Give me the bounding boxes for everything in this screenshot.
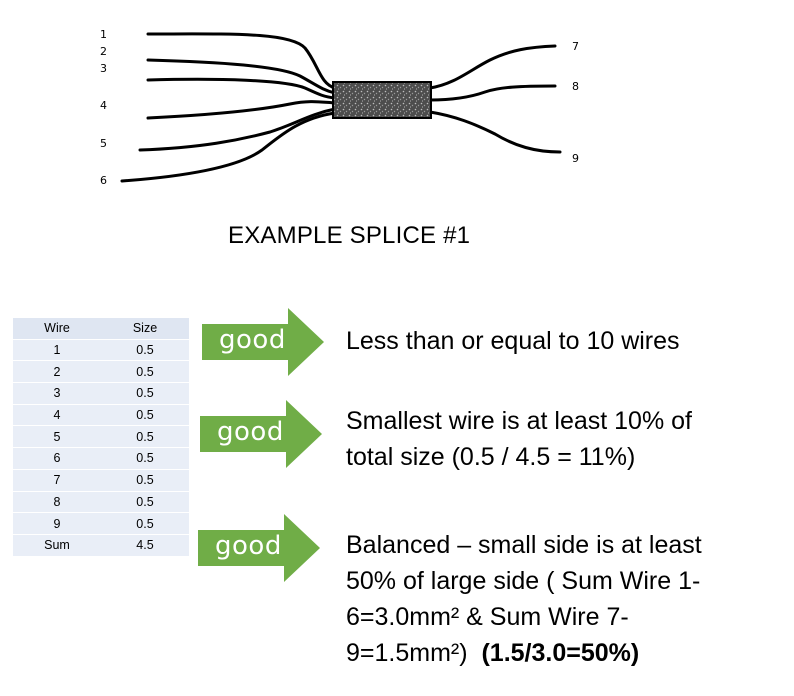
good-arrow-1 <box>202 308 324 376</box>
wire-label-1: 1 <box>100 28 107 41</box>
criterion-3: Balanced – small side is at least 50% of… <box>346 527 702 671</box>
cell-size: 0.5 <box>101 382 189 405</box>
wire-2 <box>146 58 337 95</box>
cell-size: 0.5 <box>101 469 189 492</box>
cell-wire: 4 <box>13 404 101 427</box>
wire-3 <box>146 77 337 100</box>
criterion-2-line-1: Smallest wire is at least 10% of <box>346 407 692 435</box>
cell-size: 0.5 <box>101 339 189 362</box>
cell-size: 0.5 <box>101 425 189 449</box>
cell-size: 0.5 <box>101 447 189 470</box>
criterion-3-line-4-text: 9=1.5mm²) <box>346 639 468 667</box>
criterion-3-line-1: Balanced – small side is at least <box>346 531 702 559</box>
cell-wire: 7 <box>13 469 101 492</box>
cell-wire: 9 <box>13 512 101 535</box>
good-label-1: good <box>219 325 286 355</box>
cell-wire: Sum <box>13 534 101 557</box>
wires-left <box>120 32 337 183</box>
wire-7 <box>428 44 557 90</box>
wires-right <box>428 44 562 154</box>
criterion-2-line-2: total size (0.5 / 4.5 = 11%) <box>346 443 636 471</box>
cell-size: 0.5 <box>101 404 189 427</box>
table-header-row: Wire Size <box>13 318 189 340</box>
wire-label-8: 8 <box>572 80 579 93</box>
good-label-2: good <box>217 417 284 447</box>
criterion-3-ratio: (1.5/3.0=50%) <box>474 639 640 667</box>
wire-1 <box>146 32 337 90</box>
wire-label-5: 5 <box>100 137 107 150</box>
wire-9 <box>428 110 562 154</box>
wire-label-6: 6 <box>100 174 107 187</box>
cell-wire: 3 <box>13 382 101 405</box>
wire-label-7: 7 <box>572 40 579 53</box>
wire-label-2: 2 <box>100 45 107 58</box>
cell-size: 0.5 <box>101 360 189 384</box>
wire-4 <box>146 100 337 120</box>
good-label-3: good <box>215 531 282 561</box>
good-arrow-3 <box>198 514 320 582</box>
criterion-3-line-4: 9=1.5mm²) (1.5/3.0=50%) <box>346 635 702 671</box>
header-wire: Wire <box>13 318 101 340</box>
criterion-3-line-2: 50% of large side ( Sum Wire 1- <box>346 567 701 595</box>
cell-wire: 1 <box>13 339 101 362</box>
cell-wire: 6 <box>13 447 101 470</box>
wire-label-3: 3 <box>100 62 107 75</box>
header-size: Size <box>101 318 189 340</box>
diagram-title: EXAMPLE SPLICE #1 <box>228 222 471 249</box>
criterion-1: Less than or equal to 10 wires <box>346 323 680 359</box>
wire-8 <box>428 84 557 102</box>
splice-diagram: 1 2 3 4 5 6 7 8 9 <box>100 28 579 187</box>
wire-5 <box>138 107 337 152</box>
cell-wire: 5 <box>13 425 101 449</box>
wire-label-9: 9 <box>572 152 579 165</box>
cell-size: 4.5 <box>101 534 189 557</box>
good-arrow-2 <box>200 400 322 468</box>
wire-6 <box>120 111 337 183</box>
criterion-3-line-3: 6=3.0mm² & Sum Wire 7- <box>346 603 629 631</box>
cell-wire: 2 <box>13 360 101 384</box>
splice-block <box>332 81 432 119</box>
cell-size: 0.5 <box>101 512 189 535</box>
cell-size: 0.5 <box>101 491 189 514</box>
criterion-1-line: Less than or equal to 10 wires <box>346 327 680 355</box>
criterion-2: Smallest wire is at least 10% of total s… <box>346 403 692 475</box>
wire-number-labels: 1 2 3 4 5 6 7 8 9 <box>100 28 579 187</box>
wire-label-4: 4 <box>100 99 107 112</box>
cell-wire: 8 <box>13 491 101 514</box>
